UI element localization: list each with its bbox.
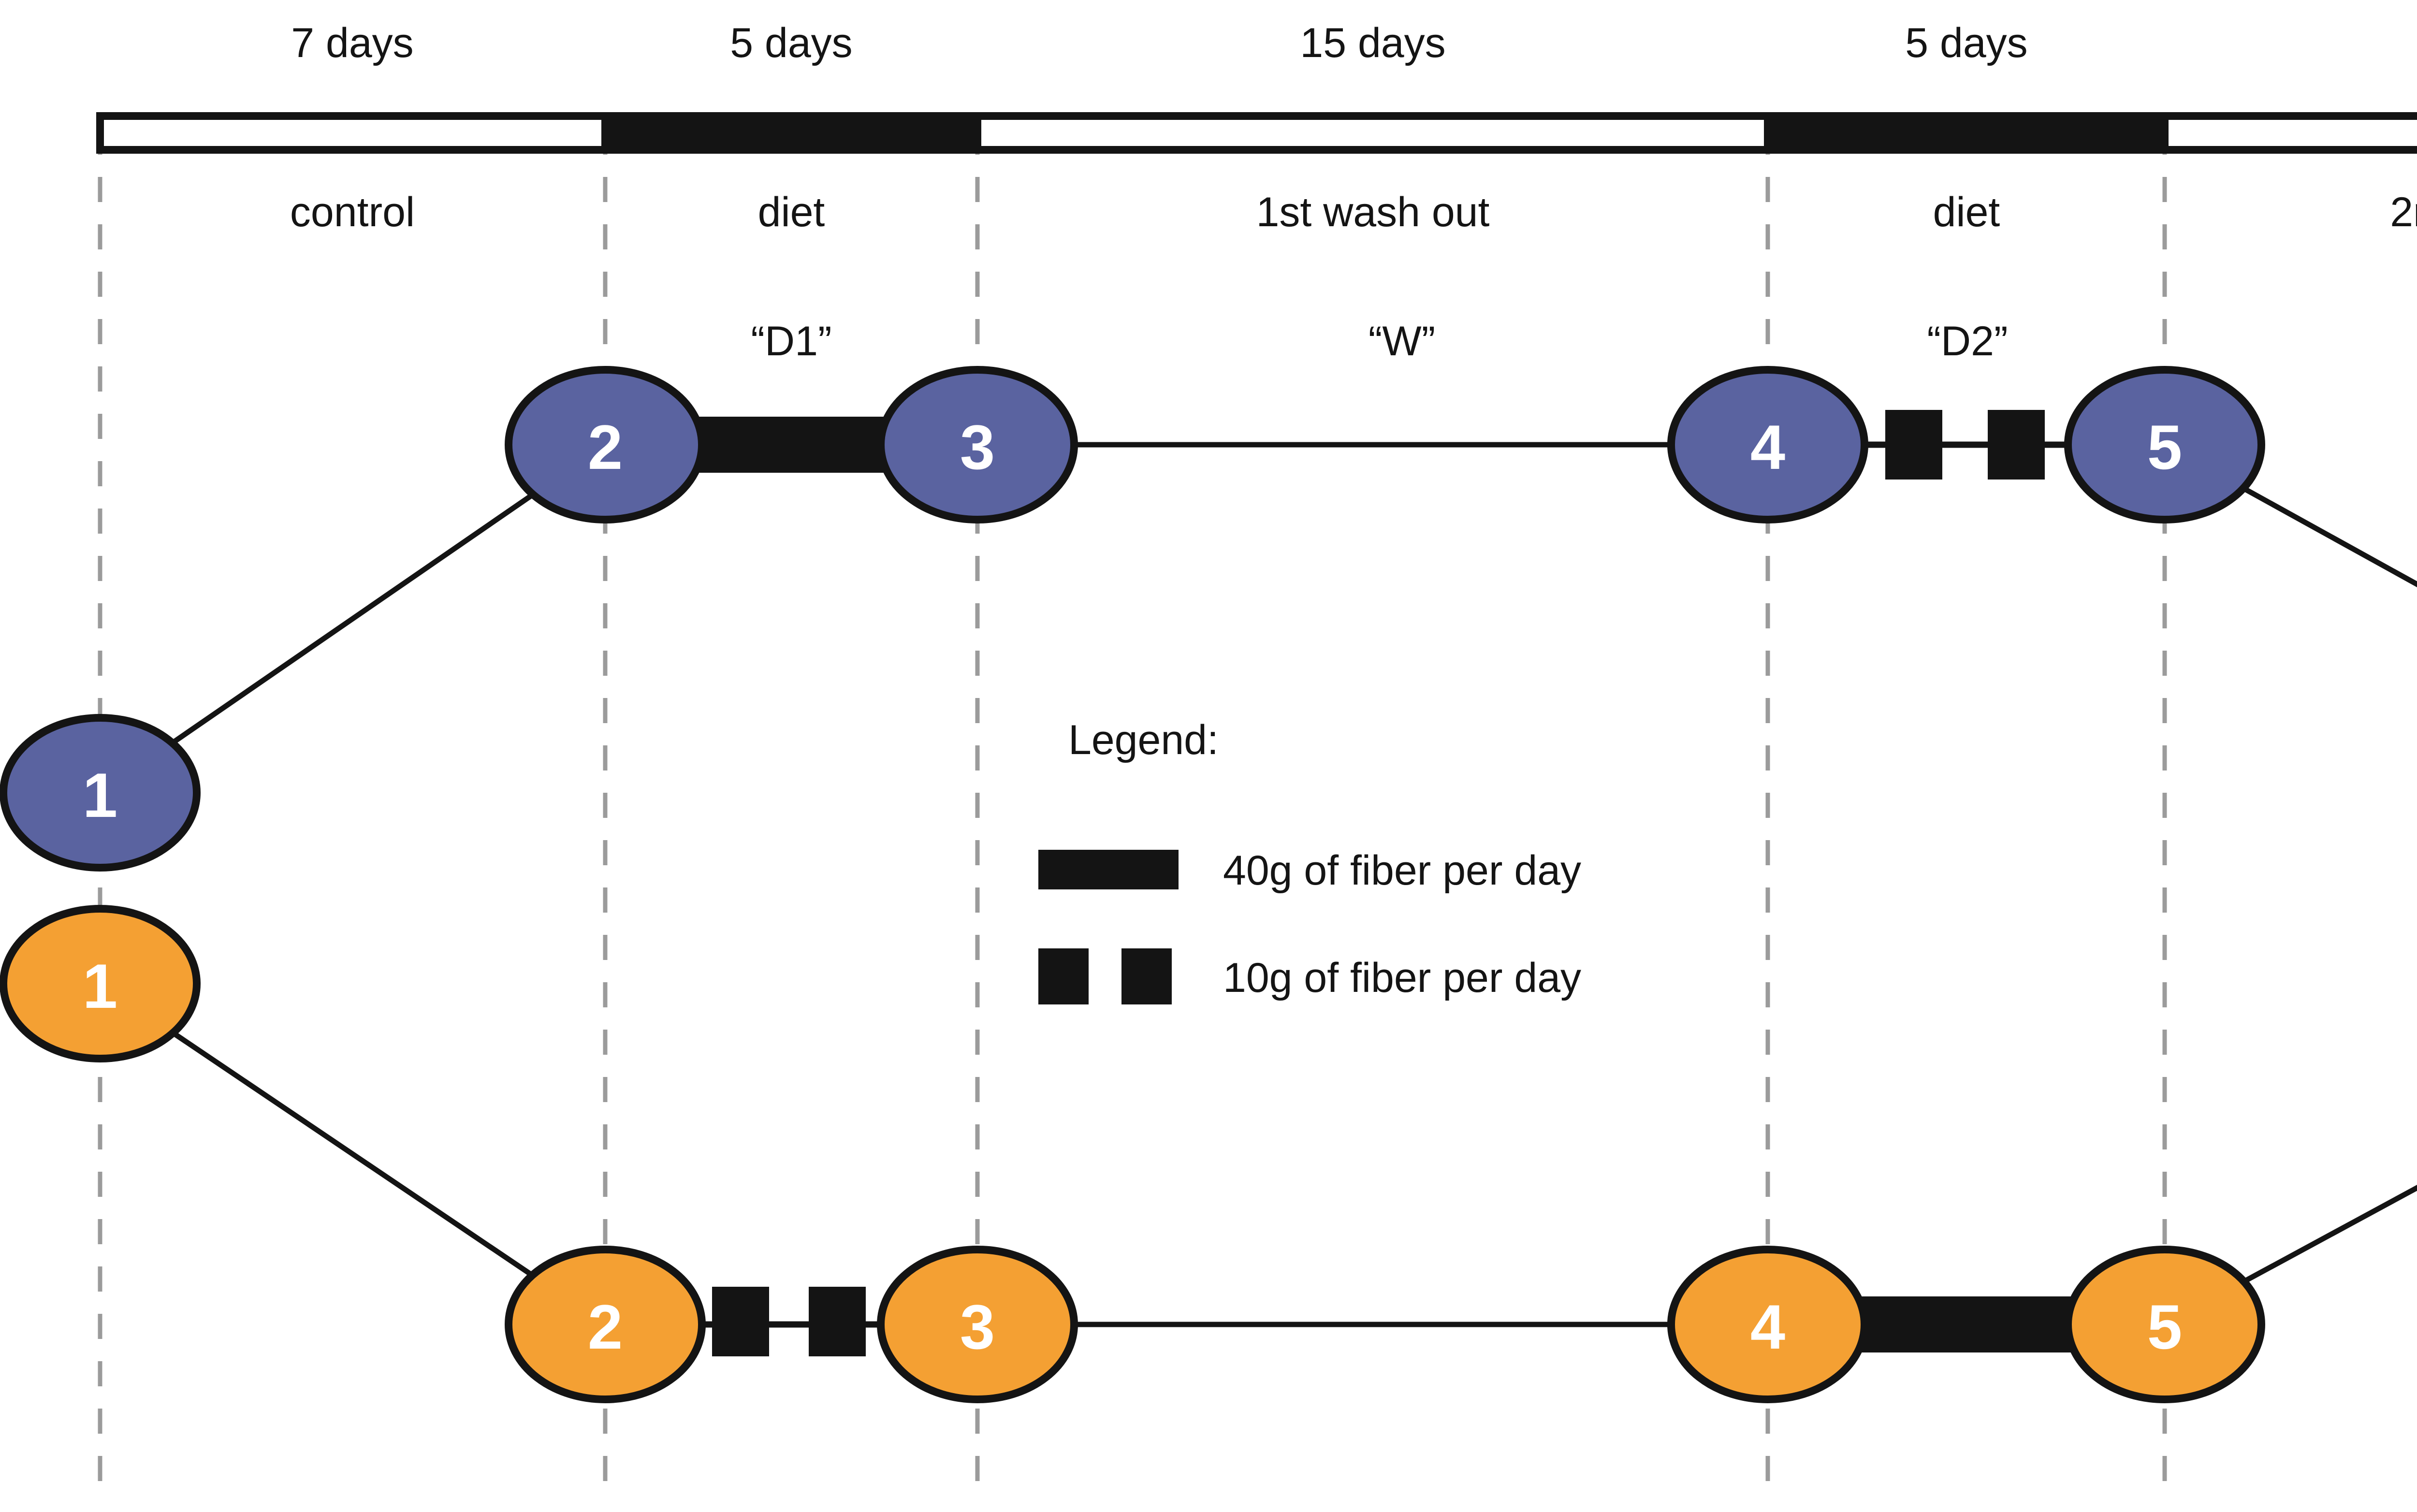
legend-swatch-dashed-squares-icon-2 xyxy=(1121,948,1172,1004)
node-blue-1-shape xyxy=(0,714,201,872)
node-blue-1[interactable]: 1 xyxy=(0,714,201,872)
legend-item-40g: 40g of fiber per day xyxy=(1038,847,1581,894)
node-orange-5-shape xyxy=(2064,1246,2265,1403)
node-blue-2-label: 2 xyxy=(588,412,623,482)
node-blue-3-label: 3 xyxy=(960,412,995,482)
node-blue-2-shape xyxy=(505,366,706,523)
node-orange-4-shape xyxy=(1667,1246,1868,1403)
phase-label-diet-2: diet xyxy=(1933,189,2000,235)
phase-label-washout-2: 2nd wash out xyxy=(2390,189,2417,235)
node-orange-4[interactable]: 4 xyxy=(1667,1246,1868,1403)
node-orange-3-shape xyxy=(877,1246,1078,1403)
timeline-bar xyxy=(96,112,2417,154)
node-blue-4[interactable]: 4 xyxy=(1667,366,1868,523)
timeline-segment-washout-2 xyxy=(2161,112,2417,154)
link-blue-1-2 xyxy=(98,442,607,795)
legend: Legend: 40g of fiber per day 10g of fibe… xyxy=(1038,717,1581,1004)
link-blue-5-6 xyxy=(2163,442,2417,587)
node-blue-5[interactable]: 5 xyxy=(2064,366,2265,523)
code-label-w: “W” xyxy=(1369,318,1435,364)
node-blue-5-label: 5 xyxy=(2147,412,2182,482)
legend-title: Legend: xyxy=(1068,717,1219,763)
timeline-segment-diet-2 xyxy=(1764,112,2169,154)
code-labels-group: “D1” “W” “D2” xyxy=(751,318,2008,364)
duration-label-2: 15 days xyxy=(1300,20,1445,66)
node-blue-2[interactable]: 2 xyxy=(505,366,706,523)
phase-label-washout-1: 1st wash out xyxy=(1256,189,1490,235)
phase-label-control: control xyxy=(290,189,415,235)
code-label-d1: “D1” xyxy=(751,318,831,364)
link-blue-4-5-dash-1 xyxy=(1885,410,1942,480)
node-blue-5-shape xyxy=(2064,366,2265,523)
node-orange-5-label: 5 xyxy=(2147,1292,2182,1362)
duration-label-3: 5 days xyxy=(1905,20,2027,66)
link-orange-2-3-dash-2 xyxy=(809,1287,866,1356)
legend-item-10g: 10g of fiber per day xyxy=(1038,948,1581,1004)
node-blue-1-label: 1 xyxy=(83,760,117,830)
legend-swatch-dashed-squares-icon-1 xyxy=(1038,948,1089,1004)
link-orange-2-3-dash-1 xyxy=(712,1287,769,1356)
link-orange-1-2 xyxy=(98,981,607,1327)
node-orange-4-label: 4 xyxy=(1750,1292,1785,1362)
phase-labels-group: control diet 1st wash out diet 2nd wash … xyxy=(290,189,2417,235)
legend-label-10g: 10g of fiber per day xyxy=(1223,955,1581,1001)
legend-label-40g: 40g of fiber per day xyxy=(1223,847,1581,894)
arm-high-first: 1 2 3 4 5 6 xyxy=(0,366,2417,872)
node-orange-3-label: 3 xyxy=(960,1292,995,1362)
arm-low-first: 1 2 3 4 5 6 xyxy=(0,905,2417,1403)
node-blue-4-shape xyxy=(1667,366,1868,523)
node-blue-4-label: 4 xyxy=(1750,412,1785,482)
phase-label-diet-1: diet xyxy=(758,189,825,235)
node-orange-2-label: 2 xyxy=(588,1292,623,1362)
node-orange-2[interactable]: 2 xyxy=(505,1246,706,1403)
link-orange-5-6 xyxy=(2163,1185,2417,1327)
legend-swatch-solid-bar-icon xyxy=(1038,850,1179,889)
node-orange-3[interactable]: 3 xyxy=(877,1246,1078,1403)
duration-label-1: 5 days xyxy=(730,20,852,66)
timeline-segment-washout-1 xyxy=(974,112,1772,154)
node-orange-5[interactable]: 5 xyxy=(2064,1246,2265,1403)
node-orange-2-shape xyxy=(505,1246,706,1403)
duration-label-0: 7 days xyxy=(291,20,413,66)
duration-labels-group: 7 days 5 days 15 days 5 days 7 days xyxy=(291,20,2027,66)
timeline-segment-control xyxy=(96,112,609,154)
node-orange-1[interactable]: 1 xyxy=(0,905,201,1062)
code-label-d2: “D2” xyxy=(1927,318,2008,364)
node-blue-3[interactable]: 3 xyxy=(877,366,1078,523)
timeline-segment-diet-1 xyxy=(601,112,981,154)
node-blue-3-shape xyxy=(877,366,1078,523)
node-orange-1-label: 1 xyxy=(83,951,117,1021)
link-blue-4-5-dash-2 xyxy=(1988,410,2045,480)
node-orange-1-shape xyxy=(0,905,201,1062)
